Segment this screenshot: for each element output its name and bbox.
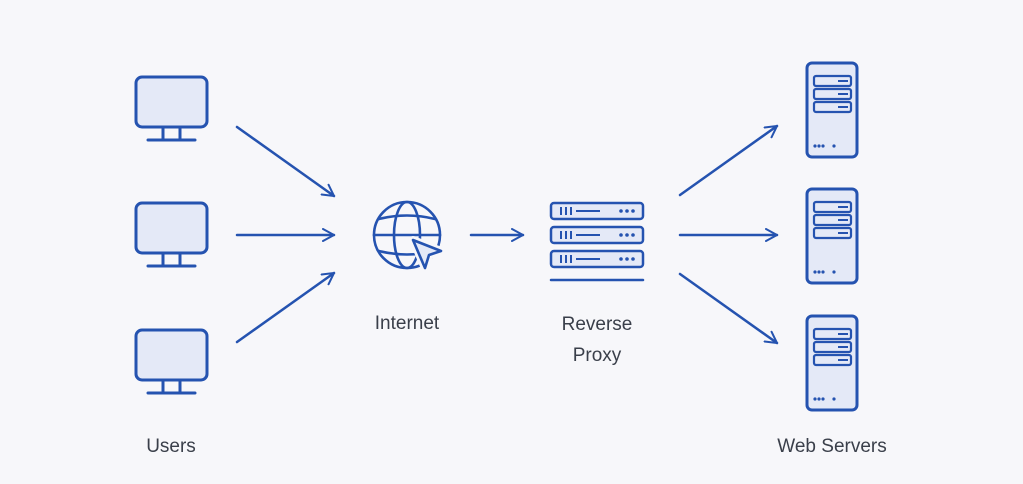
users-label: Users — [146, 436, 196, 457]
server-rack-icon — [549, 201, 645, 282]
user-computer-3-monitor-icon — [134, 328, 209, 395]
web-servers-label: Web Servers — [777, 436, 887, 457]
reverse-proxy-label-line2: Proxy — [572, 345, 622, 366]
arrow-user1-to-internet — [235, 125, 336, 198]
arrow-proxy-to-server1 — [678, 124, 779, 197]
web-server-2-server-tower-icon — [805, 187, 859, 285]
web-server-3-server-tower-icon — [805, 314, 859, 412]
internet-label: Internet — [374, 313, 440, 334]
reverse-proxy-label-line1: Reverse — [561, 314, 633, 335]
globe-cursor-icon — [372, 200, 445, 272]
web-server-1-server-tower-icon — [805, 61, 859, 159]
arrow-user3-to-internet — [235, 271, 336, 344]
user-computer-2-monitor-icon — [134, 201, 209, 268]
arrow-proxy-to-server3 — [678, 272, 779, 345]
user-computer-1-monitor-icon — [134, 75, 209, 142]
